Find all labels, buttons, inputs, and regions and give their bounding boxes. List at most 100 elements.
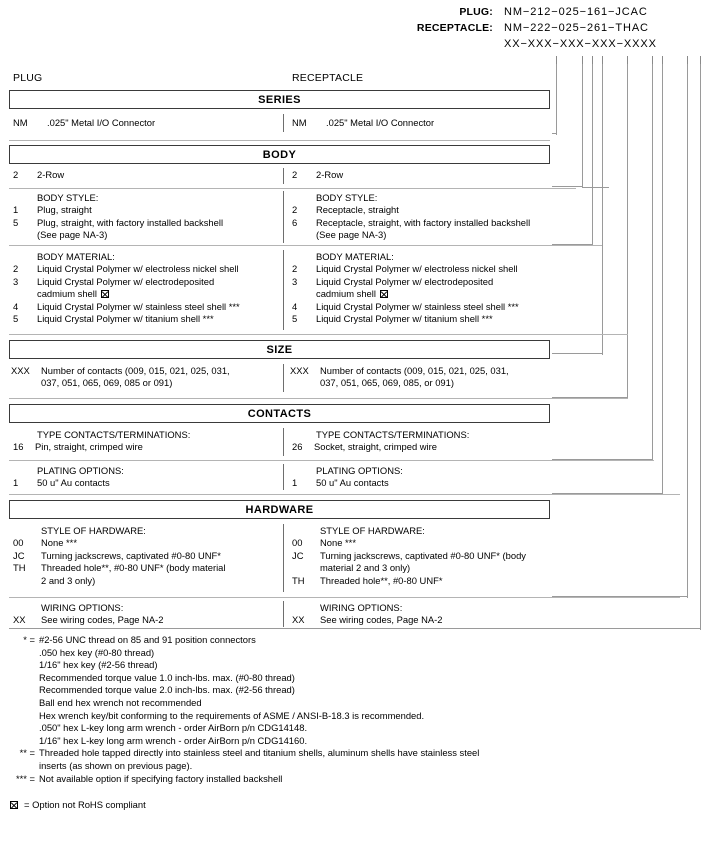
- list-item: JC Turning jackscrews, captivated #0-80 …: [13, 550, 281, 562]
- footnote-marker: *** =: [15, 772, 35, 784]
- tick-body-row: [582, 56, 583, 64]
- section-banner-size-label: SIZE: [266, 343, 293, 356]
- option-code: [292, 562, 320, 574]
- list-item: 5 Liquid Crystal Polymer w/ titanium she…: [13, 313, 281, 325]
- rule-contact-type-bottom: [9, 460, 654, 461]
- leader-return-body-style: [552, 244, 593, 245]
- leader-body-row: [582, 64, 609, 188]
- footnote-line: Recommended torque value 2.0 inch-lbs. m…: [39, 684, 295, 696]
- option-code: 2: [292, 169, 298, 180]
- column-header-plug: PLUG: [13, 72, 43, 84]
- option-text: 037, 051, 065, 069, 085 or 091): [41, 377, 173, 389]
- list-item: 2 Receptacle, straight: [292, 204, 554, 216]
- option-text-label: cadmium shell: [37, 288, 97, 300]
- list-item: 5 Liquid Crystal Polymer w/ titanium she…: [292, 313, 560, 325]
- divider-body-row: [283, 168, 284, 184]
- tick-body-material: [602, 56, 603, 64]
- footnote-marker: * =: [23, 634, 35, 645]
- footnote-line: 1/16" hex L-key long arm wrench - order …: [39, 734, 308, 746]
- list-item: XX See wiring codes, Page NA-2: [292, 614, 560, 626]
- list-item: 1 Plug, straight: [13, 204, 275, 216]
- footnote-rohs: = Option not RoHS compliant: [9, 799, 609, 812]
- leader-return-hardware: [552, 596, 688, 597]
- option-code: JC: [13, 549, 25, 561]
- group-body-material-right: BODY MATERIAL: 2 Liquid Crystal Polymer …: [292, 251, 560, 325]
- section-banner-hardware: HARDWARE: [9, 500, 550, 519]
- option-code: 3: [13, 275, 19, 287]
- option-text: (See page NA-3): [37, 229, 108, 241]
- option-code: [13, 229, 37, 241]
- option-text: Socket, straight, crimped wire: [314, 441, 437, 453]
- group-header: TYPE CONTACTS/TERMINATIONS:: [316, 429, 470, 440]
- tick-series: [556, 56, 557, 64]
- list-item: (See page NA-3): [13, 229, 275, 241]
- leader-return-series: [552, 133, 557, 134]
- option-text: cadmium shell: [37, 288, 281, 300]
- list-item: XX See wiring codes, Page NA-2: [13, 614, 281, 626]
- option-code: [13, 288, 37, 300]
- list-item: 6 Receptacle, straight, with factory ins…: [292, 217, 554, 229]
- group-header: BODY STYLE:: [316, 192, 378, 203]
- option-text: Liquid Crystal Polymer w/ titanium shell…: [316, 313, 493, 325]
- option-text: material 2 and 3 only): [320, 562, 411, 574]
- option-code: 1: [13, 204, 19, 216]
- option-code: JC: [292, 549, 304, 561]
- option-code: [290, 377, 320, 389]
- rohs-not-compliant-icon: [10, 801, 18, 810]
- option-code: 26: [292, 441, 303, 453]
- list-item: 2 Liquid Crystal Polymer w/ electroless …: [13, 263, 281, 275]
- option-text: Pin, straight, crimped wire: [35, 441, 143, 453]
- footnote-text: #2-56 UNC thread on 85 and 91 position c…: [39, 634, 256, 645]
- option-code: [292, 229, 316, 241]
- list-item: NM .025" Metal I/O Connector: [292, 117, 542, 129]
- rule-body-row-bottom: [9, 188, 576, 189]
- group-wiring-right: WIRING OPTIONS: XX See wiring codes, Pag…: [292, 602, 560, 627]
- list-item: 16 Pin, straight, crimped wire: [13, 441, 281, 453]
- list-item: cadmium shell: [13, 288, 281, 300]
- list-item: 2 2-Row: [13, 169, 275, 181]
- option-code: TH: [292, 574, 305, 586]
- option-text: 037, 051, 065, 069, 085, or 091): [320, 377, 454, 389]
- divider-size: [283, 364, 284, 392]
- leader-return-wiring: [9, 628, 701, 629]
- leader-contact-type: [652, 64, 653, 461]
- option-text: Liquid Crystal Polymer w/ electrodeposit…: [37, 275, 215, 287]
- tick-wiring: [700, 56, 701, 64]
- option-code: 1: [292, 477, 298, 489]
- option-text: Turning jackscrews, captivated #0-80 UNF…: [320, 549, 526, 561]
- divider-plating: [283, 464, 284, 490]
- divider-wiring: [283, 601, 284, 627]
- rule-hardware-style-bottom: [9, 597, 680, 598]
- group-body-material-left: BODY MATERIAL: 2 Liquid Crystal Polymer …: [13, 251, 281, 325]
- list-item: TH Threaded hole**, #0-80 UNF* (body mat…: [13, 562, 281, 574]
- divider-body-material: [283, 250, 284, 330]
- option-text: 2 and 3 only): [41, 574, 96, 586]
- part-number-row-template: XX−XXX−XXX−XXX−XXXX: [380, 38, 706, 52]
- option-text: Liquid Crystal Polymer w/ electrodeposit…: [316, 275, 494, 287]
- list-item: 00 None ***: [13, 537, 281, 549]
- rule-plating-bottom: [9, 494, 680, 495]
- footnote-triple-star: *** = Not available option if specifying…: [9, 773, 609, 786]
- group-plating-left: PLATING OPTIONS: 1 50 u" Au contacts: [13, 465, 281, 490]
- option-text: 50 u" Au contacts: [316, 477, 389, 489]
- rule-size-bottom: [9, 398, 628, 399]
- list-item: 5 Plug, straight, with factory installed…: [13, 217, 275, 229]
- group-header: STYLE OF HARDWARE:: [41, 525, 146, 536]
- group-header: WIRING OPTIONS:: [320, 602, 403, 613]
- rohs-not-compliant-icon: [100, 290, 109, 299]
- list-item: 3 Liquid Crystal Polymer w/ electrodepos…: [292, 276, 560, 288]
- option-text: Liquid Crystal Polymer w/ stainless stee…: [37, 300, 240, 312]
- part-number-row-plug: PLUG: NM−212−025−161−JCAC: [380, 6, 706, 20]
- footnote-line: .050 hex key (#0-80 thread): [39, 646, 155, 658]
- group-plating-right: PLATING OPTIONS: 1 50 u" Au contacts: [292, 465, 560, 490]
- option-code: NM: [292, 117, 307, 128]
- option-code: 00: [13, 537, 24, 549]
- option-code: 5: [13, 313, 19, 325]
- footnote-line: 1/16" hex key (#2-56 thread): [39, 659, 158, 671]
- section-banner-contacts: CONTACTS: [9, 404, 550, 423]
- footnote-line: .050" hex L-key long arm wrench - order …: [39, 722, 308, 734]
- receptacle-label: RECEPTACLE:: [416, 22, 493, 34]
- tick-size: [627, 56, 628, 64]
- group-body-style-right: BODY STYLE: 2 Receptacle, straight 6 Rec…: [292, 192, 554, 242]
- option-code: 5: [13, 216, 19, 228]
